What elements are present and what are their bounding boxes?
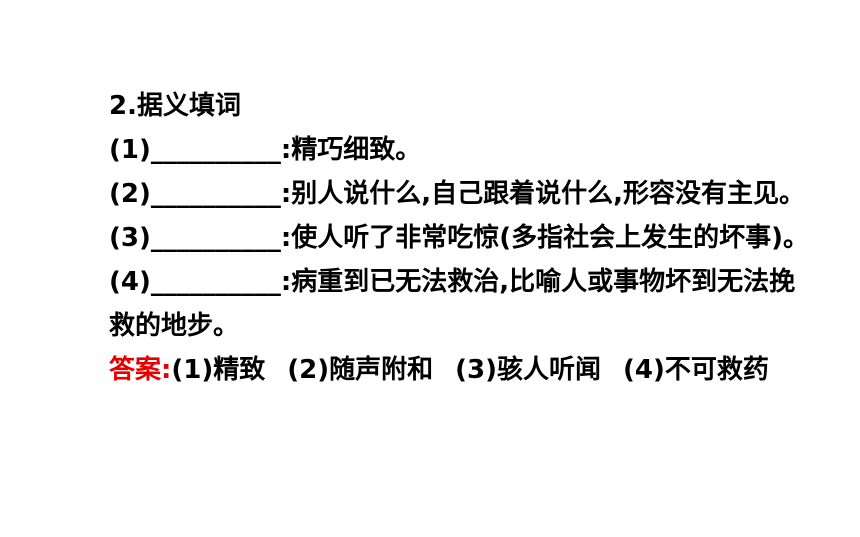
answer-item: (1)精致 — [171, 355, 266, 385]
question-item-1: (1)__________:精巧细致。 — [109, 128, 829, 172]
item-number: (3) — [109, 223, 151, 253]
fill-blank: __________ — [150, 223, 281, 253]
fill-blank: __________ — [150, 135, 281, 165]
item-number: (1) — [109, 135, 151, 165]
item-definition: :病重到已无法救治,比喻人或事物坏到无法挽 — [280, 267, 796, 297]
fill-blank: __________ — [150, 179, 281, 209]
item-definition: :别人说什么,自己跟着说什么,形容没有主见。 — [280, 179, 806, 209]
answer-item: (3)骇人听闻 — [455, 355, 601, 385]
item-number: (4) — [109, 267, 151, 297]
item-number: (2) — [109, 179, 151, 209]
fill-blank: __________ — [150, 267, 281, 297]
answer-label: 答案: — [109, 355, 172, 385]
question-item-2: (2)__________:别人说什么,自己跟着说什么,形容没有主见。 — [109, 172, 829, 216]
question-item-4: (4)__________:病重到已无法救治,比喻人或事物坏到无法挽 — [109, 260, 829, 304]
question-item-3: (3)__________:使人听了非常吃惊(多指社会上发生的坏事)。 — [109, 216, 829, 260]
item-definition: :使人听了非常吃惊(多指社会上发生的坏事)。 — [280, 223, 810, 253]
question-title: 2.据义填词 — [109, 91, 241, 121]
item-definition: :精巧细致。 — [280, 135, 422, 165]
answer-line: 答案:(1)精致 (2)随声附和 (3)骇人听闻 (4)不可救药 — [109, 348, 829, 392]
answer-item: (2)随声附和 — [287, 355, 434, 385]
question-continuation: 救的地步。 — [109, 311, 240, 341]
answer-item: (4)不可救药 — [622, 355, 769, 385]
exercise-content: 2.据义填词 (1)__________:精巧细致。 (2)__________… — [109, 84, 829, 392]
